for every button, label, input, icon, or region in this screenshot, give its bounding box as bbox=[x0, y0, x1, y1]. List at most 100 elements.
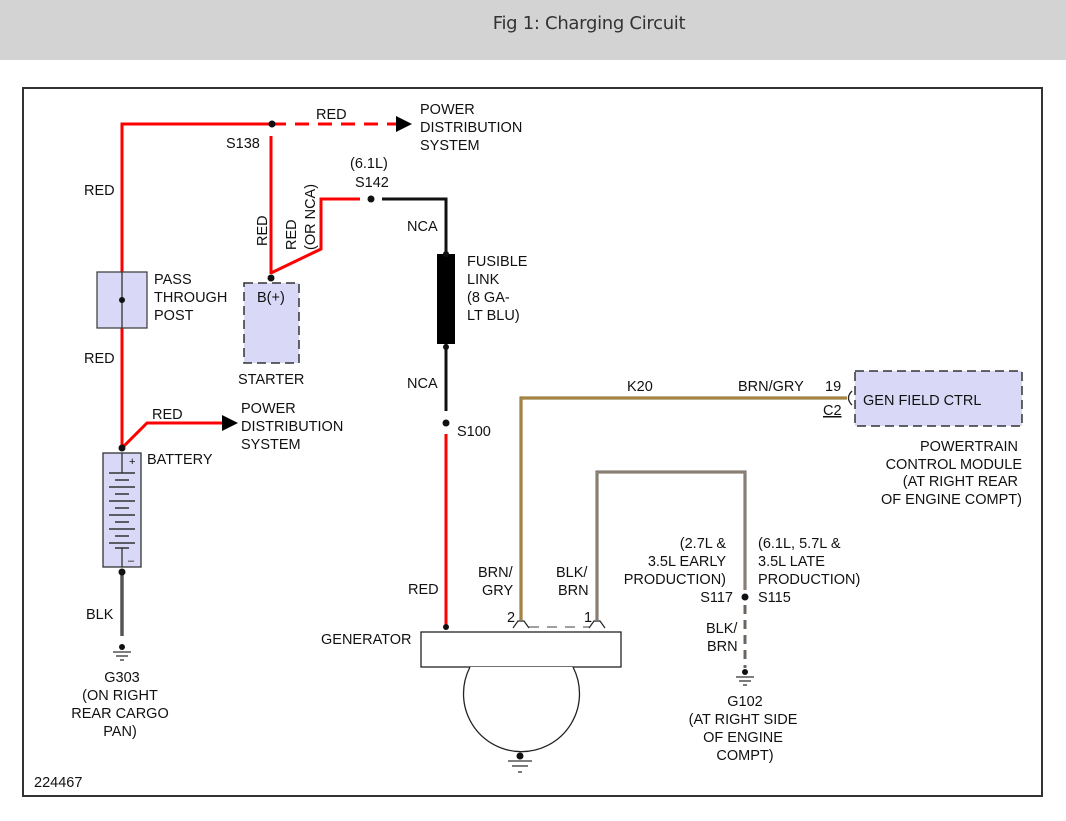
wire-label-blk-brn-gen-2: BRN bbox=[558, 583, 589, 599]
wire-red-or-nca bbox=[270, 197, 360, 275]
wire-nca-top bbox=[382, 197, 448, 254]
wire-label-nca-top: NCA bbox=[407, 219, 438, 235]
wire-label-red-or-nca-1: RED bbox=[284, 219, 300, 250]
pcm-line2: CONTROL MODULE bbox=[886, 457, 1023, 473]
pcm-pin-19: 19 bbox=[825, 379, 841, 395]
wire-blk-brn-gen-inner bbox=[596, 471, 746, 620]
splice-label-s117: S117 bbox=[700, 590, 733, 606]
fusible-link-line4: LT BLU) bbox=[467, 308, 520, 324]
wire-label-red-s138: RED bbox=[255, 215, 271, 246]
starter bbox=[243, 282, 300, 364]
generator-b-terminal-dot bbox=[443, 624, 449, 630]
pds-bottom-line2: DISTRIBUTION bbox=[241, 419, 343, 435]
battery bbox=[102, 452, 142, 568]
fusible-link-line1: FUSIBLE bbox=[467, 254, 528, 270]
pds-top-line2: DISTRIBUTION bbox=[420, 120, 522, 136]
late-production-line3: PRODUCTION) bbox=[758, 572, 860, 588]
g303-line1: G303 bbox=[104, 670, 139, 686]
wire-label-red-left-mid: RED bbox=[84, 351, 115, 367]
wire-label-k20: K20 bbox=[627, 379, 653, 395]
wire-label-k20-color: BRN/GRY bbox=[738, 379, 804, 395]
wire-label-blk-brn-gen-1: BLK/ bbox=[556, 565, 588, 581]
battery-top-dot bbox=[118, 444, 126, 452]
splice-label-s115: S115 bbox=[758, 590, 791, 606]
g102-line2: (AT RIGHT SIDE bbox=[689, 712, 798, 728]
starter-terminal-dot bbox=[267, 274, 275, 282]
wire-label-blk-brn-ground-2: BRN bbox=[707, 639, 738, 655]
splice-label-s142: S142 bbox=[355, 175, 389, 191]
late-production-line2: 3.5L LATE bbox=[758, 554, 825, 570]
arrow-pds-top bbox=[396, 116, 412, 132]
ground-g303-icon bbox=[113, 644, 131, 661]
generator-pin-1: 1 bbox=[584, 610, 592, 626]
g102-line4: COMPT) bbox=[716, 748, 773, 764]
early-production-line1: (2.7L & bbox=[680, 536, 727, 552]
arrow-pds-bottom bbox=[222, 415, 238, 431]
early-production-line2: 3.5L EARLY bbox=[648, 554, 727, 570]
generator-circle bbox=[462, 666, 581, 753]
wire-label-red-dashed: RED bbox=[316, 107, 347, 123]
pcm-line1: POWERTRAIN bbox=[920, 439, 1018, 455]
figure-header: Fig 1: Charging Circuit bbox=[0, 0, 1066, 60]
fusible-link bbox=[437, 254, 455, 344]
pcm-box bbox=[854, 370, 1023, 427]
splice-s142-dot bbox=[367, 195, 375, 203]
wire-label-nca-mid: NCA bbox=[407, 376, 438, 392]
battery-label: BATTERY bbox=[147, 452, 213, 468]
wire-k20-inner bbox=[520, 397, 847, 620]
early-production-line3: PRODUCTION) bbox=[624, 572, 726, 588]
pcm-connector-c2: C2 bbox=[823, 403, 842, 419]
pds-top-line1: POWER bbox=[420, 102, 475, 118]
pass-through-line3: POST bbox=[154, 308, 194, 324]
g102-line3: OF ENGINE bbox=[703, 730, 783, 746]
wire-label-red-battery-branch: RED bbox=[152, 407, 183, 423]
fusible-top-dot bbox=[443, 251, 449, 257]
battery-bottom-dot bbox=[118, 568, 126, 576]
pcm-connector-icon bbox=[847, 390, 853, 406]
pds-bottom-line1: POWER bbox=[241, 401, 296, 417]
figure-title: Fig 1: Charging Circuit bbox=[492, 13, 686, 34]
generator-ground-icon bbox=[508, 752, 532, 773]
wire-red-left bbox=[120, 122, 272, 300]
generator-label: GENERATOR bbox=[321, 632, 412, 648]
starter-terminal-label: B(+) bbox=[257, 290, 285, 306]
wire-label-red-or-nca-2: (OR NCA) bbox=[303, 184, 319, 250]
splice-s115-dot bbox=[741, 593, 749, 601]
g303-line4: PAN) bbox=[103, 724, 137, 740]
splice-label-s138: S138 bbox=[226, 136, 260, 152]
wire-label-brn-gry-1: BRN/ bbox=[478, 565, 514, 581]
pds-bottom-line3: SYSTEM bbox=[241, 437, 301, 453]
wire-label-red-generator: RED bbox=[408, 582, 439, 598]
splice-note-s142: (6.1L) bbox=[350, 156, 388, 172]
wire-label-brn-gry-2: GRY bbox=[482, 583, 513, 599]
battery-plus: + bbox=[129, 456, 135, 468]
generator-connector bbox=[512, 620, 606, 629]
battery-minus: – bbox=[128, 555, 135, 567]
fusible-bottom-dot bbox=[443, 344, 449, 350]
wire-label-blk-brn-ground-1: BLK/ bbox=[706, 621, 738, 637]
fusible-link-line3: (8 GA- bbox=[467, 290, 510, 306]
figure-id: 224467 bbox=[34, 775, 82, 791]
splice-s100-dot bbox=[442, 419, 450, 427]
generator-pin-2: 2 bbox=[507, 610, 515, 626]
pass-through-post-dot bbox=[119, 297, 125, 303]
diagram-frame bbox=[22, 87, 1043, 797]
pcm-line3: (AT RIGHT REAR bbox=[903, 474, 1018, 490]
g303-line2: (ON RIGHT bbox=[82, 688, 158, 704]
g102-line1: G102 bbox=[727, 694, 762, 710]
pcm-function-label: GEN FIELD CTRL bbox=[863, 393, 981, 409]
wire-red-battery-pds bbox=[120, 421, 222, 450]
starter-label: STARTER bbox=[238, 372, 304, 388]
pds-top-line3: SYSTEM bbox=[420, 138, 480, 154]
generator-body bbox=[420, 631, 622, 668]
pass-through-line1: PASS bbox=[154, 272, 192, 288]
fusible-link-line2: LINK bbox=[467, 272, 500, 288]
splice-label-s100: S100 bbox=[457, 424, 491, 440]
g303-line3: REAR CARGO bbox=[71, 706, 169, 722]
pcm-line4: OF ENGINE COMPT) bbox=[881, 492, 1022, 508]
late-production-line1: (6.1L, 5.7L & bbox=[758, 536, 841, 552]
pass-through-line2: THROUGH bbox=[154, 290, 227, 306]
wire-label-red-top-left: RED bbox=[84, 183, 115, 199]
splice-s138-dot bbox=[268, 120, 276, 128]
